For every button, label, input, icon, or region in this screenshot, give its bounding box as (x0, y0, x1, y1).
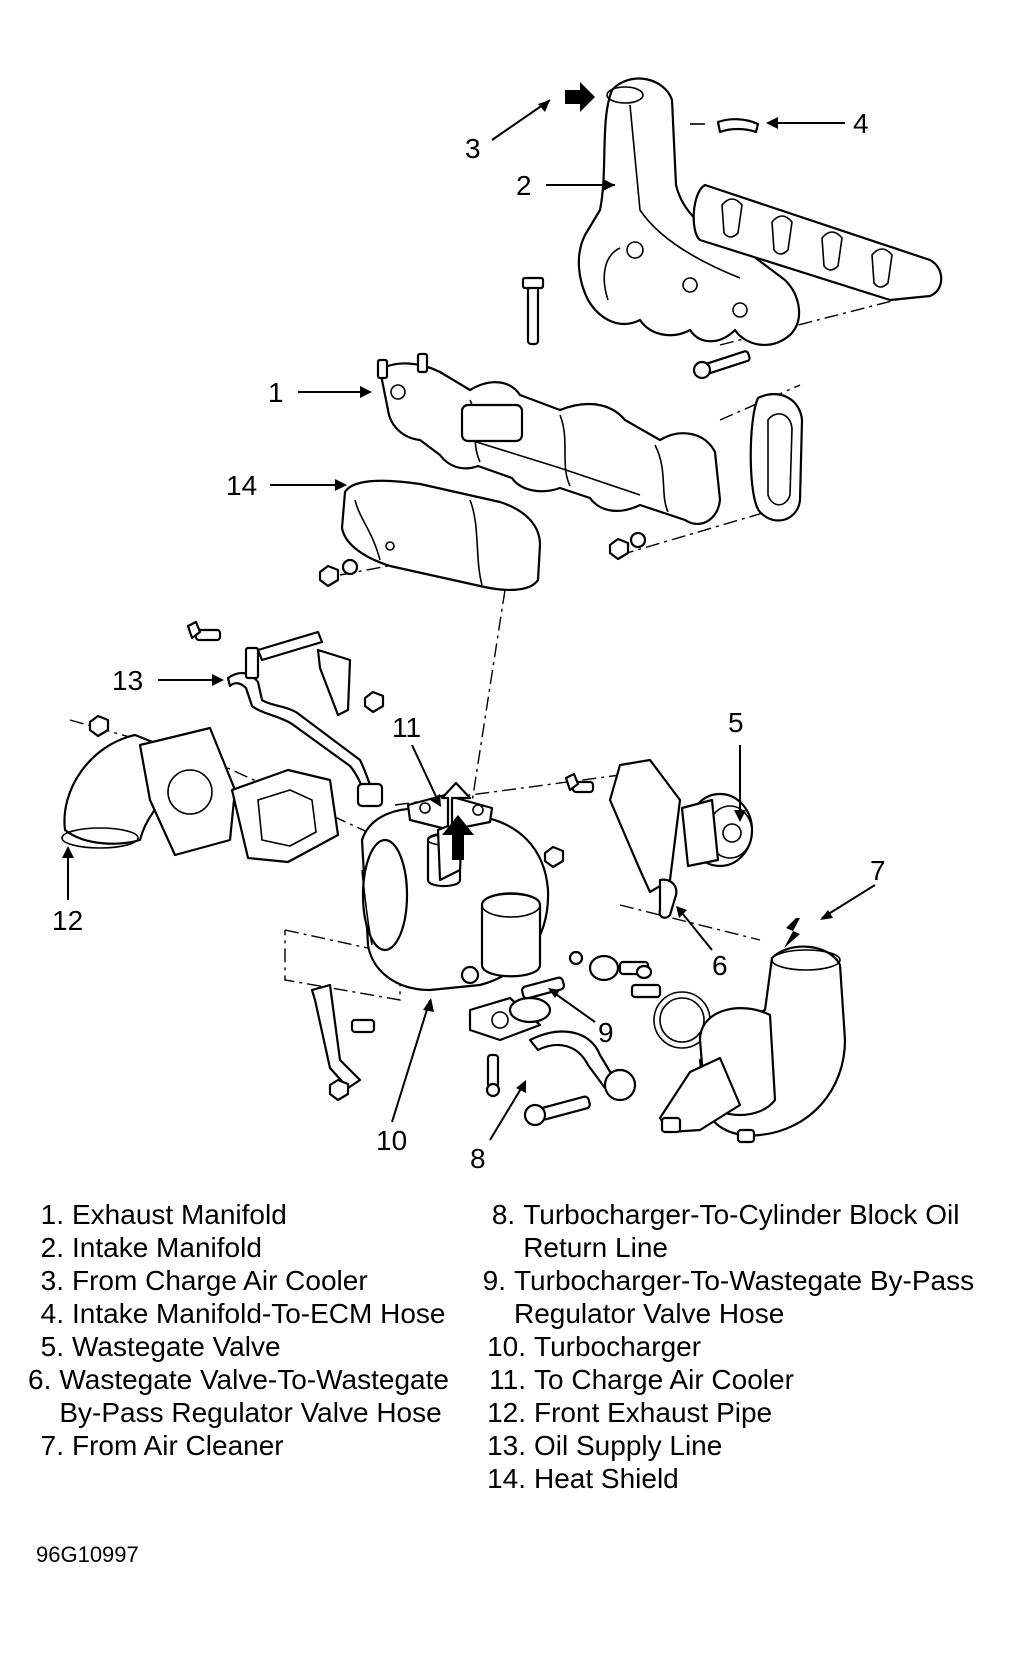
wastegate-hose (658, 878, 678, 919)
callout-12: 12 (52, 905, 83, 936)
exhaust-manifold (376, 352, 722, 526)
callout-5: 5 (728, 707, 744, 738)
intake-manifold-gasket (692, 183, 943, 302)
callout-11: 11 (392, 712, 421, 743)
heat-shield (340, 479, 542, 592)
flow-arrows (442, 82, 800, 948)
front-exhaust-pipe (61, 726, 237, 857)
exhaust-pipe-gasket (230, 768, 340, 864)
legend-item: 9.Turbocharger-To-Wastegate By-Pass Regu… (482, 1265, 975, 1329)
legend-left-column: 1.Exhaust Manifold 2.Intake Manifold 3.F… (28, 1198, 458, 1462)
legend-item: 14.Heat Shield (487, 1463, 679, 1494)
leader-lines (62, 99, 876, 1141)
ecm-hose (690, 118, 760, 134)
callout-6: 6 (712, 950, 728, 981)
callout-2: 2 (516, 170, 532, 201)
legend-item: 5.Wastegate Valve (40, 1331, 281, 1362)
from-air-cleaner-arrow (784, 918, 800, 948)
callout-labels: 3 2 4 1 14 13 11 5 7 6 9 12 10 8 (52, 108, 886, 1174)
oil-return-line (468, 996, 637, 1127)
callout-14: 14 (226, 470, 257, 501)
callout-13: 13 (112, 665, 143, 696)
legend-item: 8.Turbocharger-To-Cylinder Block Oil Ret… (491, 1199, 960, 1263)
intake-manifold (577, 77, 801, 346)
turbocharger-exploded-diagram: 3 2 4 1 14 13 11 5 7 6 9 12 10 8 (52, 77, 943, 1174)
legend-item: 7.From Air Cleaner (40, 1430, 284, 1461)
legend-item: 12.Front Exhaust Pipe (487, 1397, 773, 1428)
callout-9: 9 (598, 1017, 614, 1048)
legend-item: 4.Intake Manifold-To-ECM Hose (40, 1298, 446, 1329)
legend-item: 10.Turbocharger (487, 1331, 702, 1362)
callout-10: 10 (376, 1125, 407, 1156)
to-charge-air-cooler-arrow (442, 815, 474, 860)
manifold-bolts (521, 276, 751, 380)
legend-right-column: 8.Turbocharger-To-Cylinder Block Oil Ret… (466, 1198, 1006, 1495)
legend-item: 6.Wastegate Valve-To-Wastegate By-Pass R… (28, 1364, 449, 1428)
legend-item: 11.To Charge Air Cooler (489, 1364, 794, 1395)
figure-id: 96G10997 (36, 1542, 139, 1567)
callout-1: 1 (268, 377, 284, 408)
bypass-regulator-hose (520, 976, 566, 1000)
callout-4: 4 (853, 108, 869, 139)
from-charge-air-cooler-arrow (565, 82, 595, 112)
wastegate-valve (564, 758, 754, 894)
callout-8: 8 (470, 1143, 486, 1174)
legend-item: 3.From Charge Air Cooler (40, 1265, 368, 1296)
legend-item: 2.Intake Manifold (40, 1232, 262, 1263)
exhaust-manifold-gasket (749, 393, 804, 522)
callout-3: 3 (465, 133, 481, 164)
nuts-and-washers (88, 531, 647, 869)
support-bracket (310, 983, 376, 1102)
callout-7: 7 (870, 855, 886, 886)
oil-supply-line (186, 620, 384, 808)
air-intake-pipe (658, 945, 847, 1144)
turbocharger (360, 781, 550, 992)
turbo-fittings (568, 950, 711, 1049)
legend-item: 13.Oil Supply Line (487, 1430, 723, 1461)
legend-item: 1.Exhaust Manifold (40, 1199, 287, 1230)
